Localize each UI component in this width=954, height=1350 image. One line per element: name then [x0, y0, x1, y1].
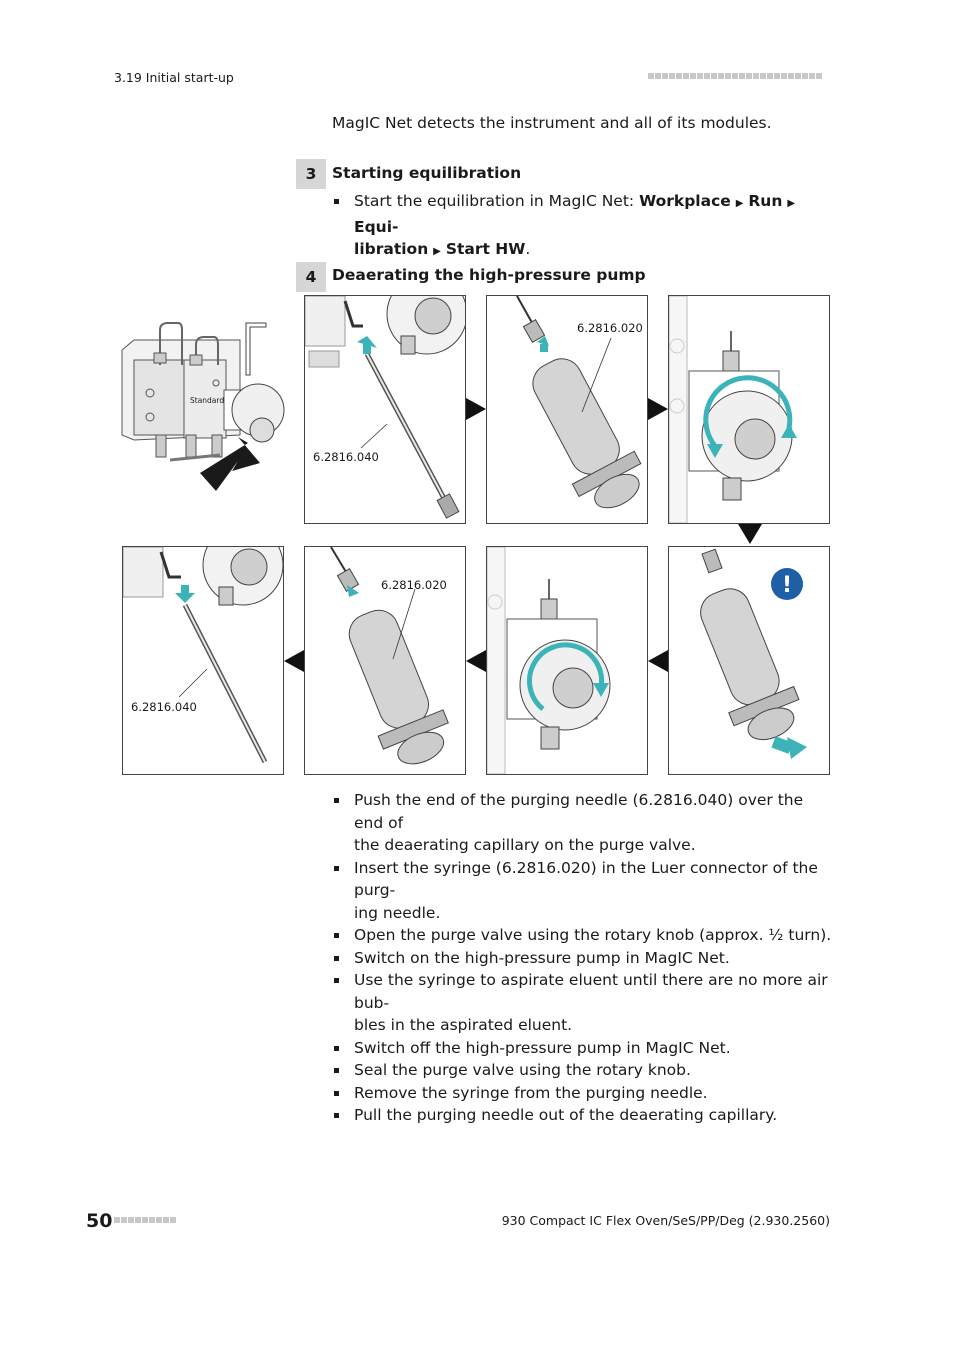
needle-label: 6.2816.040: [131, 700, 197, 714]
warning-icon: !: [782, 573, 792, 598]
list-item: Switch off the high-pressure pump in Mag…: [332, 1037, 832, 1060]
figure-panel-2: 6.2816.020: [486, 295, 648, 524]
step-3-bullets: Start the equilibration in MagIC Net: Wo…: [332, 190, 832, 264]
arrow-down-icon: [738, 524, 762, 544]
list-item-text: the deaerating capillary on the purge va…: [354, 836, 696, 854]
arrow-left-icon: [648, 650, 668, 672]
list-item-text: Pull the purging needle out of the deaer…: [354, 1106, 778, 1124]
footer-decoration: [114, 1217, 176, 1223]
menu-start-hw: Start HW: [445, 240, 526, 258]
menu-separator: ▶: [735, 198, 744, 209]
list-item: Use the syringe to aspirate eluent until…: [332, 969, 832, 1037]
step-4-title: Deaerating the high-pressure pump: [332, 266, 646, 284]
list-item-text: Switch on the high-pressure pump in MagI…: [354, 948, 730, 967]
period: .: [525, 240, 531, 258]
list-item: Pull the purging needle out of the deaer…: [332, 1104, 832, 1127]
menu-workplace: Workplace: [639, 192, 731, 210]
list-item-text: Push the end of the purging needle (6.28…: [354, 791, 804, 832]
list-item-text: ing needle.: [354, 903, 441, 922]
syringe-label: 6.2816.020: [381, 578, 447, 592]
step-4-number: 4: [296, 262, 326, 292]
module-label: Standard: [190, 396, 224, 405]
figure-panel-3: [668, 295, 830, 524]
arrow-right-icon: [466, 398, 486, 420]
arrow-left-icon: [284, 650, 304, 672]
list-item: Insert the syringe (6.2816.020) in the L…: [332, 857, 832, 925]
list-item: Remove the syringe from the purging need…: [332, 1082, 832, 1105]
header-decoration: [648, 73, 822, 79]
instruction-list: Push the end of the purging needle (6.28…: [332, 789, 832, 1127]
figure-panel-1: 6.2816.040: [304, 295, 466, 524]
list-item: Switch on the high-pressure pump in MagI…: [332, 947, 832, 970]
arrow-right-icon: [648, 398, 668, 420]
list-item-text: bles in the aspirated eluent.: [354, 1016, 573, 1034]
list-item-text: Seal the purge valve using the rotary kn…: [354, 1061, 691, 1079]
page-number: 50: [86, 1210, 113, 1232]
arrow-left-icon: [466, 650, 486, 672]
intro-text: MagIC Net detects the instrument and all…: [332, 114, 772, 132]
figure-panel-6: [486, 546, 648, 775]
needle-label: 6.2816.040: [313, 450, 379, 464]
section-header: 3.19 Initial start-up: [114, 70, 234, 85]
list-item-text: Use the syringe to aspirate eluent until…: [354, 971, 828, 1012]
list-item-text: Open the purge valve using the rotary kn…: [354, 926, 832, 944]
step-3-title: Starting equilibration: [332, 164, 522, 182]
menu-separator: ▶: [787, 198, 796, 209]
document-title: 930 Compact IC Flex Oven/SeS/PP/Deg (2.9…: [501, 1213, 830, 1228]
step-3-bullet: Start the equilibration in MagIC Net: Wo…: [332, 190, 832, 264]
figure-panel-7: !: [668, 546, 830, 775]
step-3-text: Start the equilibration in MagIC Net:: [354, 192, 640, 210]
list-item: Push the end of the purging needle (6.28…: [332, 789, 832, 857]
list-item: Seal the purge valve using the rotary kn…: [332, 1059, 832, 1082]
menu-equilibration-part2: libration: [354, 240, 429, 258]
menu-run: Run: [748, 192, 783, 210]
list-item: Open the purge valve using the rotary kn…: [332, 924, 832, 947]
list-item-text: Remove the syringe from the purging need…: [354, 1083, 708, 1102]
step-3-number: 3: [296, 159, 326, 189]
figure-panel-5: 6.2816.020: [304, 546, 466, 775]
menu-separator: ▶: [433, 246, 441, 257]
list-item-text: Insert the syringe (6.2816.020) in the L…: [354, 858, 818, 900]
menu-equilibration-part1: Equi-: [354, 217, 399, 236]
list-item-text: Switch off the high-pressure pump in Mag…: [354, 1038, 731, 1057]
syringe-label: 6.2816.020: [577, 321, 643, 335]
figure-panel-4: 6.2816.040: [122, 546, 284, 775]
figure-overview: Standard: [120, 295, 288, 525]
